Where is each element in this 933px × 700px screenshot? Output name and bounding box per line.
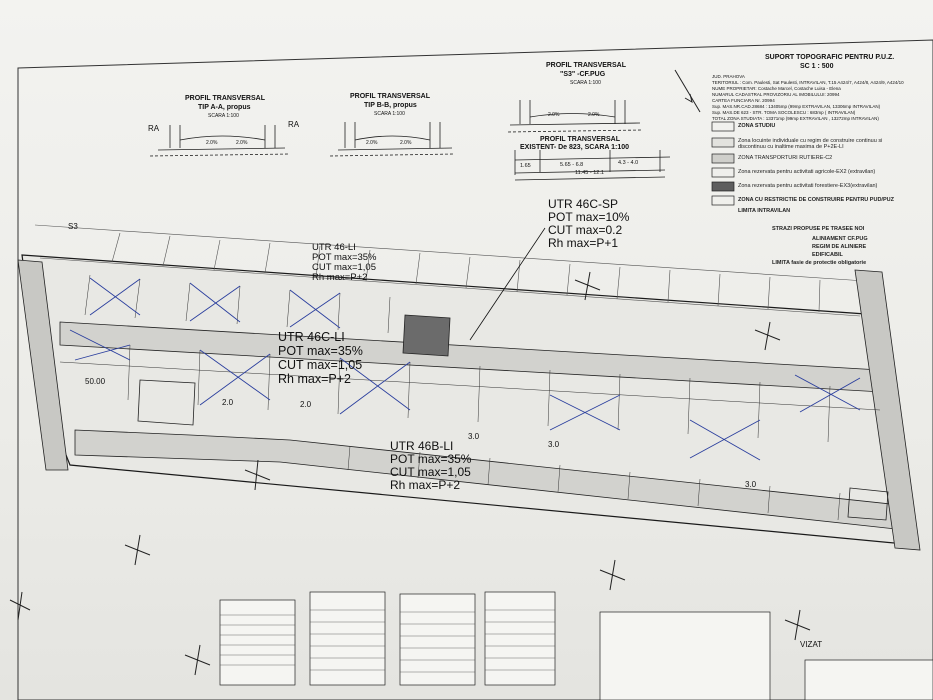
profile-scale: SCARA 1:100 xyxy=(208,113,239,119)
legend-label: ZONA STUDIU xyxy=(738,123,776,129)
profile-existing-title: PROFIL TRANSVERSAL xyxy=(540,136,620,143)
slope-label: 2.0% xyxy=(548,112,560,118)
dim-label: 1.65 xyxy=(520,163,531,169)
zone-pot: POT max=35% xyxy=(390,452,472,466)
slope-label: 2.0% xyxy=(588,112,600,118)
dimension-label: 2.0 xyxy=(222,398,234,407)
zone-pot: POT max=10% xyxy=(548,210,630,224)
profile-title: PROFIL TRANSVERSAL xyxy=(546,62,626,69)
dimension-label: 3.0 xyxy=(745,480,757,489)
profile-existing xyxy=(514,150,671,181)
legend-label: Zona locuinte individuale cu regim de co… xyxy=(738,138,883,150)
profile-scale: SCARA 1:100 xyxy=(374,111,405,117)
dimension-label: 2.0 xyxy=(300,400,312,409)
profile-subtitle: "S3" -CF.PUG xyxy=(560,71,606,78)
slope-label: 2.0% xyxy=(236,140,248,146)
coordinate-tables xyxy=(219,591,933,700)
street-label: S3 xyxy=(68,222,78,231)
existing-building xyxy=(847,487,889,521)
dimension-label: 50.00 xyxy=(85,377,106,386)
zone-rh: Rh max=P+2 xyxy=(278,372,351,386)
zone-cut: CUT max=1,05 xyxy=(390,465,471,479)
zone-name: UTR 46-LI xyxy=(312,242,356,253)
info-line: TERITORIUL : Com. Paulesti, Sat Paulesti… xyxy=(712,80,904,85)
forest-zone-parcel xyxy=(402,314,451,357)
surface-line: Sup. MAS.NR.CAD.28684 : 13405mp (99mp EX… xyxy=(712,104,881,109)
title-block-heading: SUPORT TOPOGRAFIC PENTRU P.U.Z. xyxy=(765,54,895,61)
zone-rh: Rh max=P+1 xyxy=(548,236,619,250)
legend-label: ZONA CU RESTRICTIE DE CONSTRUIRE PENTRU … xyxy=(738,197,894,203)
zone-cut: CUT max=0.2 xyxy=(548,223,623,237)
zone-cut: CUT max=1,05 xyxy=(278,358,363,372)
legend-label: ALINIAMENT CF.PUG xyxy=(812,236,868,242)
legend-label: REGIM DE ALINIERE xyxy=(812,244,867,250)
leader-line xyxy=(469,227,546,341)
profile-scale: SCARA 1:100 xyxy=(570,80,601,86)
lots-row-1 xyxy=(84,274,391,334)
title-block-scale: SC 1 : 500 xyxy=(800,63,834,70)
profile-existing-subtitle: EXISTENT- De 823, SCARA 1:100 xyxy=(520,144,630,151)
profile-b-b xyxy=(329,122,456,157)
zone-label-46c-sp: UTR 46C-SP POT max=10% CUT max=0.2 Rh ma… xyxy=(548,198,629,250)
lots-row-2 xyxy=(59,344,881,443)
dimension-label: 3.0 xyxy=(468,432,480,441)
surface-info: Sup. MAS.NR.CAD.28684 : 13405mp (99mp EX… xyxy=(712,104,880,122)
legend-label: ZONA TRANSPORTURI RUTIERE-C2 xyxy=(738,155,833,161)
slope-label: 2.0% xyxy=(366,140,378,146)
dim-label: 11.45 - 12.1 xyxy=(575,170,604,176)
slope-label: 2.0% xyxy=(400,140,412,146)
surface-line: Sup. MAS.DE 623 - STR. TOMA SOCOLESCU : … xyxy=(712,110,856,115)
info-line: NUME PROPRIETAR: Costache Marcel, Costac… xyxy=(712,86,841,91)
info-line: CARTEA FUNCIARA Nr. 20994 xyxy=(712,98,775,103)
slope-label: 2.0% xyxy=(206,140,218,146)
zone-rh: Rh max=P+2 xyxy=(390,478,461,492)
title-block-info: JUD. PRAHOVA TERITORIUL : Com. Paulesti,… xyxy=(712,74,904,104)
legend-swatches xyxy=(711,121,735,206)
zone-label-46b-li: UTR 46B-LI POT max=35% CUT max=1,05 Rh m… xyxy=(390,440,471,492)
zone-name: UTR 46C-LI xyxy=(278,330,345,344)
lots-row-3 xyxy=(347,445,841,521)
dim-label: 4.3 - 4.0 xyxy=(618,160,639,166)
ra-marker: RA xyxy=(148,124,160,133)
dimension-label: 3.0 xyxy=(548,440,560,449)
existing-building xyxy=(137,379,196,426)
zone-pot: POT max=35% xyxy=(312,252,377,263)
zone-label-46-li: UTR 46-LI POT max=35% CUT max=1,05 Rh ma… xyxy=(312,243,377,283)
table-lines xyxy=(220,609,555,673)
profile-s3 xyxy=(507,100,643,133)
zone-cut: CUT max=1,05 xyxy=(312,262,376,273)
road-right-vertical xyxy=(854,269,921,551)
north-arrow-icon xyxy=(674,69,701,113)
surface-line: TOTAL ZONA STUDIATA : 13371mp (99mp EXTR… xyxy=(712,116,879,121)
profile-subtitle: TIP A-A, propus xyxy=(198,104,251,111)
legend-label: STRAZI PROPUSE PE TRASEE NOI xyxy=(772,226,865,232)
zone-pot: POT max=35% xyxy=(278,344,363,358)
road-left-vertical xyxy=(17,259,69,471)
legend-label: LIMITA fasie de protectie obligatorie xyxy=(772,260,867,266)
sheet-frame xyxy=(17,39,933,700)
dim-label: 5.65 - 6.8 xyxy=(560,162,584,168)
legend-label: EDIFICABIL xyxy=(812,252,843,258)
profile-a-a xyxy=(149,125,291,157)
legend-label: Zona rezervata pentru activitati agricol… xyxy=(738,169,876,175)
info-line: NUMARUL CADASTRAL PROVIZORIU AL IMOBILUL… xyxy=(712,92,840,97)
ra-marker: RA xyxy=(288,120,300,129)
info-line: JUD. PRAHOVA xyxy=(712,74,745,79)
survey-markers xyxy=(9,271,811,676)
zone-label-46c-li: UTR 46C-LI POT max=35% CUT max=1,05 Rh m… xyxy=(278,330,363,386)
profile-title: PROFIL TRANSVERSAL xyxy=(350,93,430,100)
zone-name: UTR 46B-LI xyxy=(390,439,454,453)
zone-name: UTR 46C-SP xyxy=(548,197,619,211)
profile-title: PROFIL TRANSVERSAL xyxy=(185,95,265,102)
legend-label: Zona rezervata pentru activitati foresti… xyxy=(738,183,878,189)
blue-x-marks xyxy=(69,277,861,461)
profile-subtitle: TIP B-B, propus xyxy=(364,102,417,109)
legend-label: LIMITA INTRAVILAN xyxy=(738,208,791,214)
zone-rh: Rh max=P+2 xyxy=(312,272,368,283)
stamp-label: VIZAT xyxy=(800,640,823,649)
adjacent-parcels xyxy=(34,224,881,317)
